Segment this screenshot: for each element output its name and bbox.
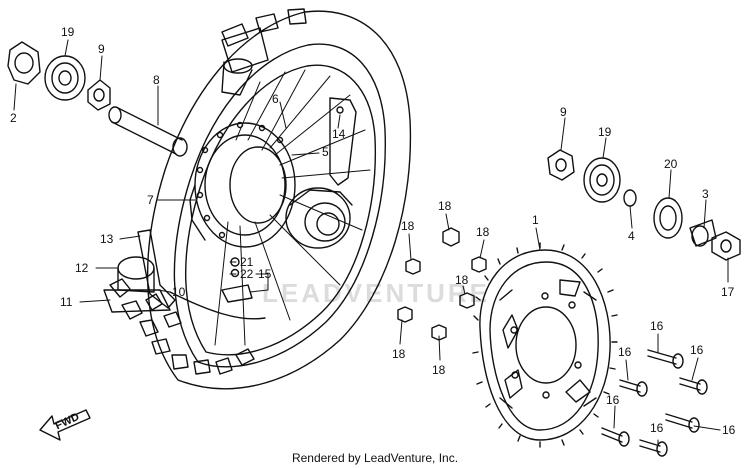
callout-7: 7 (147, 193, 154, 207)
callout-13: 13 (100, 232, 114, 246)
chain-guide (103, 229, 266, 320)
tire (109, 8, 412, 390)
callout-22: 22 (240, 267, 254, 281)
rim-lock (221, 27, 269, 96)
sprocket (472, 242, 618, 448)
callout-9: 9 (560, 105, 567, 119)
nuts (397, 227, 487, 341)
callout-9: 9 (98, 42, 105, 56)
right-bearing-set (547, 149, 741, 261)
hub (189, 121, 353, 249)
leader-lines (13, 39, 729, 447)
callout-18: 18 (401, 219, 415, 233)
callout-16: 16 (722, 423, 736, 437)
callout-1: 1 (532, 213, 539, 227)
callout-16: 16 (690, 343, 704, 357)
axle-sleeve (108, 106, 188, 157)
callout-18: 18 (432, 363, 446, 377)
spokes (214, 69, 371, 346)
callout-8: 8 (153, 73, 160, 87)
callout-12: 12 (75, 261, 89, 275)
callout-labels: 2 19 9 8 6 14 5 7 13 12 11 10 21 22 15 9… (10, 25, 736, 437)
callout-2: 2 (10, 111, 17, 125)
callout-16: 16 (618, 345, 632, 359)
callout-14: 14 (332, 127, 346, 141)
bolts (601, 349, 708, 457)
footer-credit: Rendered by LeadVenture, Inc. (291, 451, 459, 465)
callout-18: 18 (476, 225, 490, 239)
callout-18: 18 (438, 199, 452, 213)
left-bearing-set (7, 41, 111, 111)
callout-19: 19 (61, 25, 75, 39)
callout-10: 10 (172, 285, 186, 299)
callout-18: 18 (392, 347, 406, 361)
callout-15: 15 (258, 267, 272, 281)
callout-3: 3 (702, 187, 709, 201)
callout-16: 16 (606, 393, 620, 407)
callout-20: 20 (664, 157, 678, 171)
callout-6: 6 (272, 92, 279, 106)
callout-17: 17 (721, 285, 735, 299)
callout-5: 5 (322, 145, 329, 159)
fwd-label: FWD (53, 411, 81, 432)
callout-21: 21 (240, 255, 254, 269)
callout-19: 19 (598, 125, 612, 139)
callout-16: 16 (650, 319, 664, 333)
callout-11: 11 (60, 295, 73, 309)
chain-adjuster (329, 97, 357, 186)
callout-16: 16 (650, 421, 664, 435)
callout-18: 18 (455, 273, 469, 287)
callout-4: 4 (628, 229, 635, 243)
fwd-arrow-icon (39, 409, 91, 441)
